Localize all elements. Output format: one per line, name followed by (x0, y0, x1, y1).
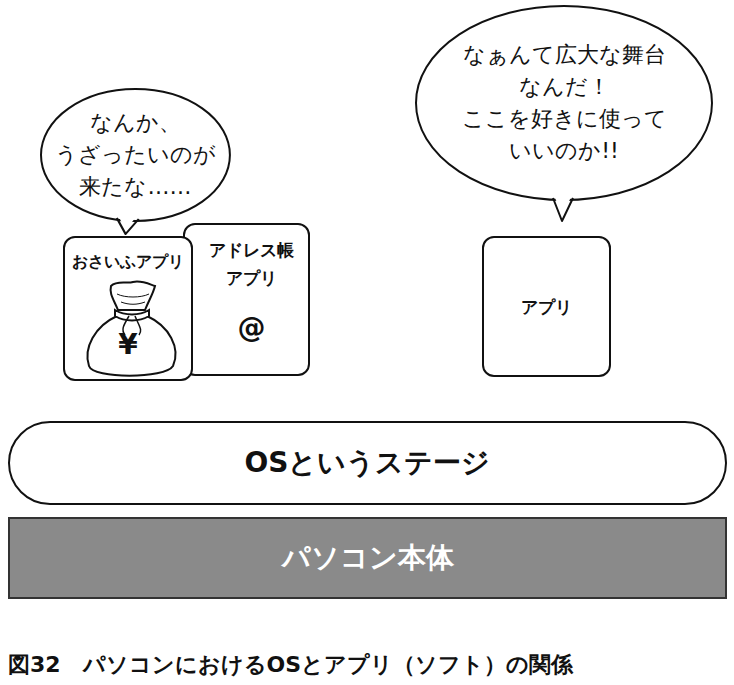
speech-bubble: なんか、 うざったいのが 来たな…… (40, 88, 231, 222)
box-symbol: ¥ (118, 328, 137, 362)
bubble-ellipse (41, 89, 230, 221)
bubble-tail (553, 195, 573, 221)
box-label: アプリ (521, 295, 572, 319)
tail-line (553, 198, 573, 221)
bubble-ellipse (416, 6, 712, 200)
speech-text: なぁんて広大な舞台 なんだ！ ここを好きに使って いいのか!! (457, 39, 671, 167)
app-box: アドレス帳 アプリ @ (183, 223, 310, 376)
box-label: おさいふアプリ (72, 250, 184, 274)
app-box: おさいふアプリ ¥ (63, 236, 193, 381)
box-label: OSというステージ (245, 445, 491, 481)
box-symbol: @ (238, 311, 266, 345)
tail-line (117, 218, 139, 234)
figure-caption: 図32 パソコンにおけるOSとアプリ（ソフト）の関係 (8, 650, 573, 680)
box-label: アドレス帳 アプリ (202, 236, 302, 292)
app-box: アプリ (482, 236, 611, 377)
speech-bubble: なぁんて広大な舞台 なんだ！ ここを好きに使って いいのか!! (415, 5, 713, 201)
hardware-band: パソコン本体 (8, 517, 727, 599)
box-label: パソコン本体 (282, 540, 454, 576)
bubble-tail (117, 215, 139, 234)
os-stage-band: OSというステージ (8, 421, 727, 505)
speech-text: なんか、 うざったいのが 来たな…… (51, 107, 219, 203)
